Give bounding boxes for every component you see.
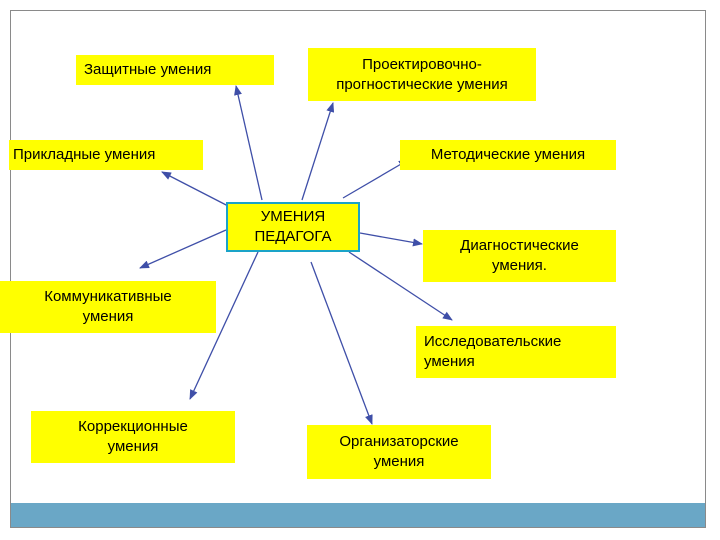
arrow-to-metodicheskie bbox=[342, 159, 409, 199]
node-issledovatelskie: Исследовательские умения bbox=[416, 326, 616, 378]
arrow-to-kommunikativnye bbox=[139, 229, 227, 269]
footer-bar bbox=[11, 503, 705, 527]
arrow-to-korrektsionnye bbox=[189, 251, 259, 400]
node-metodicheskie: Методические умения bbox=[400, 140, 616, 170]
arrow-to-prikladnye bbox=[161, 171, 233, 209]
arrow-to-issledovatelskie bbox=[348, 251, 453, 321]
center-node-label: УМЕНИЯ ПЕДАГОГА bbox=[254, 208, 332, 245]
node-organizatorskie: Организаторские умения bbox=[307, 425, 491, 479]
node-proektirovochno-label: Проектировочно-прогностические умения bbox=[336, 55, 508, 93]
node-zashchitnye: Защитные умения bbox=[76, 55, 274, 85]
node-korrektsionnye-label: Коррекционные умения bbox=[78, 418, 188, 455]
node-diagnosticheskie-label: Диагностические умения. bbox=[460, 237, 579, 274]
node-prikladnye: Прикладные умения bbox=[9, 140, 203, 170]
arrow-to-proektirovochno bbox=[301, 102, 335, 201]
node-organizatorskie-label: Организаторские умения bbox=[339, 433, 459, 470]
node-metodicheskie-label: Методические умения bbox=[430, 146, 586, 163]
node-kommunikativnye: Коммуникативные умения bbox=[0, 281, 216, 333]
node-issledovatelskie-label: Исследовательские умения bbox=[424, 333, 562, 370]
node-zashchitnye-label: Защитные умения bbox=[84, 61, 212, 78]
arrow-to-diagnosticheskie bbox=[359, 232, 423, 247]
arrow-to-zashchitnye bbox=[234, 85, 263, 201]
slide-frame bbox=[10, 10, 706, 528]
arrow-to-organizatorskie bbox=[310, 261, 373, 425]
node-diagnosticheskie: Диагностические умения. bbox=[423, 230, 616, 282]
node-korrektsionnye: Коррекционные умения bbox=[31, 411, 235, 463]
node-proektirovochno: Проектировочно-прогностические умения bbox=[308, 48, 536, 101]
node-kommunikativnye-label: Коммуникативные умения bbox=[44, 288, 172, 325]
center-node: УМЕНИЯ ПЕДАГОГА bbox=[226, 202, 360, 252]
node-prikladnye-label: Прикладные умения bbox=[13, 146, 156, 163]
